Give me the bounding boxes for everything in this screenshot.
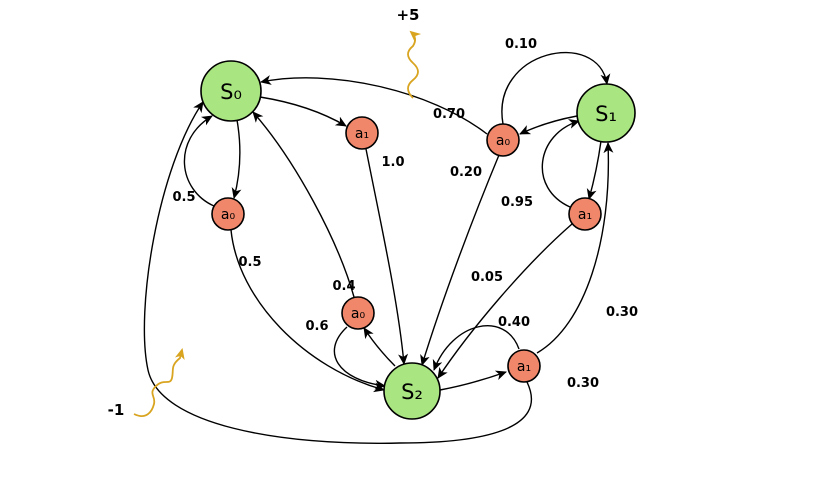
transition-edges xyxy=(143,51,614,444)
edge-s0a0-to-s0 xyxy=(183,115,215,207)
edge-s2-choose-a1 xyxy=(439,370,507,391)
prob-label-s0a0-s2: 0.5 xyxy=(238,255,261,270)
reward-labels: +5 -1 xyxy=(108,6,420,419)
state-label-s0: S₀ xyxy=(220,80,242,104)
state-circle-s2 xyxy=(383,362,441,420)
action-circle-s2-a1 xyxy=(507,349,541,383)
prob-label-s2a1-s0: 0.30 xyxy=(567,376,599,391)
prob-label-s0a1-s2: 1.0 xyxy=(381,155,404,170)
action-node-s0-a1: a₁ xyxy=(345,116,379,150)
state-nodes: S₀ S₁ S₂ xyxy=(200,60,636,420)
edge-s2a0-to-s2 xyxy=(333,326,386,390)
action-circle-s1-a0 xyxy=(486,123,520,157)
state-circle-s1 xyxy=(576,83,636,143)
action-circle-s2-a0 xyxy=(341,296,375,330)
prob-label-s2a0-s2: 0.6 xyxy=(305,319,328,334)
state-label-s1: S₁ xyxy=(595,102,617,126)
edge-s2a1-to-s1 xyxy=(536,142,614,354)
edge-s2-choose-a0 xyxy=(363,327,396,367)
action-circle-s0-a0 xyxy=(211,197,245,231)
action-label-s2-a1: a₁ xyxy=(517,359,531,375)
edge-s1a0-to-s0 xyxy=(260,75,488,135)
reward-plus5-squiggle-arrow xyxy=(407,30,422,99)
reward-minus1-squiggle-arrow xyxy=(133,348,185,417)
prob-label-s2a0-s0: 0.4 xyxy=(332,279,355,294)
action-label-s0-a0: a₀ xyxy=(221,207,236,223)
action-circle-s0-a1 xyxy=(345,116,379,150)
edge-s2a1-to-s0 xyxy=(143,101,533,444)
action-nodes: a₀ a₁ a₀ a₁ a₀ a₁ xyxy=(211,116,602,383)
edge-s0a1-to-s2 xyxy=(365,148,409,365)
action-label-s2-a0: a₀ xyxy=(351,306,366,322)
edge-s2a0-to-s0 xyxy=(252,111,355,298)
prob-label-s1a0-s2: 0.20 xyxy=(450,165,482,180)
edge-s0-choose-a1 xyxy=(259,96,347,127)
prob-label-s0a0-s0: 0.5 xyxy=(172,190,195,205)
action-node-s2-a1: a₁ xyxy=(507,349,541,383)
prob-label-s1a0-s1: 0.10 xyxy=(505,37,537,52)
state-circle-s0 xyxy=(200,60,262,122)
action-node-s1-a1: a₁ xyxy=(568,197,602,231)
state-label-s2: S₂ xyxy=(401,380,423,404)
action-label-s0-a1: a₁ xyxy=(355,126,369,142)
edge-s0a0-to-s2 xyxy=(230,229,385,393)
action-node-s2-a0: a₀ xyxy=(341,296,375,330)
edge-s0-choose-a0 xyxy=(231,119,242,199)
state-node-s0: S₀ xyxy=(200,60,262,122)
action-label-s1-a0: a₀ xyxy=(496,133,511,149)
state-node-s1: S₁ xyxy=(576,83,636,143)
reward-label-minus1: -1 xyxy=(108,401,125,419)
edge-s1-choose-a1 xyxy=(586,140,602,200)
reward-label-plus5: +5 xyxy=(396,6,419,24)
prob-label-s1a1-s1: 0.95 xyxy=(501,195,533,210)
state-node-s2: S₂ xyxy=(383,362,441,420)
edge-s1a0-to-s1 xyxy=(501,51,611,125)
probability-labels: 0.5 0.5 1.0 0.10 0.70 0.20 0.95 0.05 0.4… xyxy=(172,37,638,391)
action-node-s0-a0: a₀ xyxy=(211,197,245,231)
action-node-s1-a0: a₀ xyxy=(486,123,520,157)
prob-label-s2a1-s2: 0.40 xyxy=(498,315,530,330)
prob-label-s1a0-s0: 0.70 xyxy=(433,107,465,122)
edge-s1a0-to-s2 xyxy=(420,154,500,366)
action-label-s1-a1: a₁ xyxy=(578,207,592,223)
choice-edges xyxy=(231,96,602,391)
edge-s1a1-to-s2 xyxy=(437,223,573,379)
edge-s2a1-to-s2 xyxy=(432,325,520,371)
edge-s1a1-to-s1 xyxy=(541,119,580,208)
reward-arrows xyxy=(133,30,422,417)
action-circle-s1-a1 xyxy=(568,197,602,231)
edge-s1-choose-a0 xyxy=(519,115,578,135)
prob-label-s1a1-s2: 0.05 xyxy=(471,270,503,285)
prob-label-s2a1-s1: 0.30 xyxy=(606,305,638,320)
